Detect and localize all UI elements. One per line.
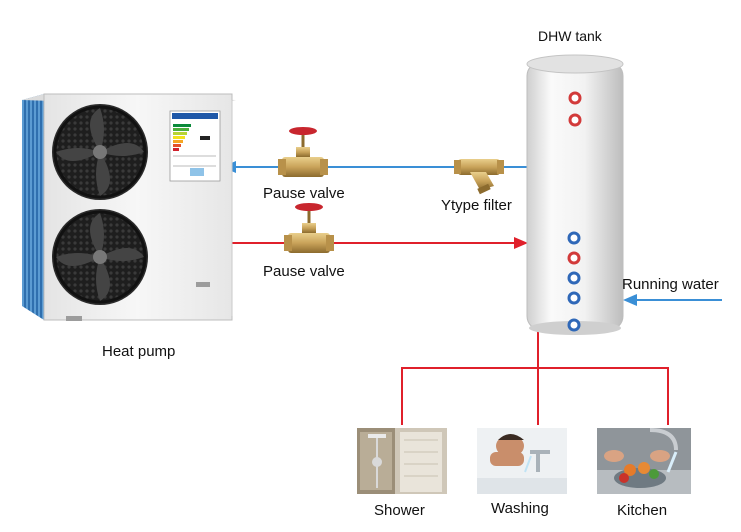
shower-label: Shower	[374, 502, 425, 519]
pause-valve-bottom-icon	[284, 203, 334, 253]
pause-valve-top-label: Pause valve	[263, 185, 345, 202]
heat-pump-unit-icon	[22, 93, 236, 321]
kitchen-photo-icon	[597, 428, 691, 494]
hot-supply-pipe	[222, 237, 528, 249]
pause-valve-top-icon	[278, 127, 328, 177]
shower-photo-icon	[357, 428, 447, 494]
upper-fan-icon	[52, 104, 148, 200]
lower-fan-icon	[52, 209, 148, 305]
hot-arrow-head	[514, 237, 528, 249]
kitchen-label: Kitchen	[617, 502, 667, 519]
pause-valve-bottom-label: Pause valve	[263, 263, 345, 280]
washing-photo-icon	[477, 428, 567, 494]
heat-pump-side-fins	[22, 94, 44, 320]
dhw-tank-label: DHW tank	[538, 28, 603, 44]
y-strainer-icon	[454, 159, 504, 195]
running-water-label: Running water	[622, 276, 719, 293]
running-water-inlet-pipe	[623, 294, 722, 306]
tank-top-cap	[526, 54, 624, 74]
ytype-filter-label: Ytype filter	[441, 197, 512, 214]
heat-pump-label: Heat pump	[102, 343, 175, 360]
inlet-arrow-head	[623, 294, 637, 306]
water-tank-icon	[526, 54, 624, 335]
energy-label-icon	[169, 110, 221, 182]
tank-ports	[567, 91, 582, 332]
hot-distribution-pipe	[401, 330, 669, 425]
washing-label: Washing	[491, 500, 549, 517]
